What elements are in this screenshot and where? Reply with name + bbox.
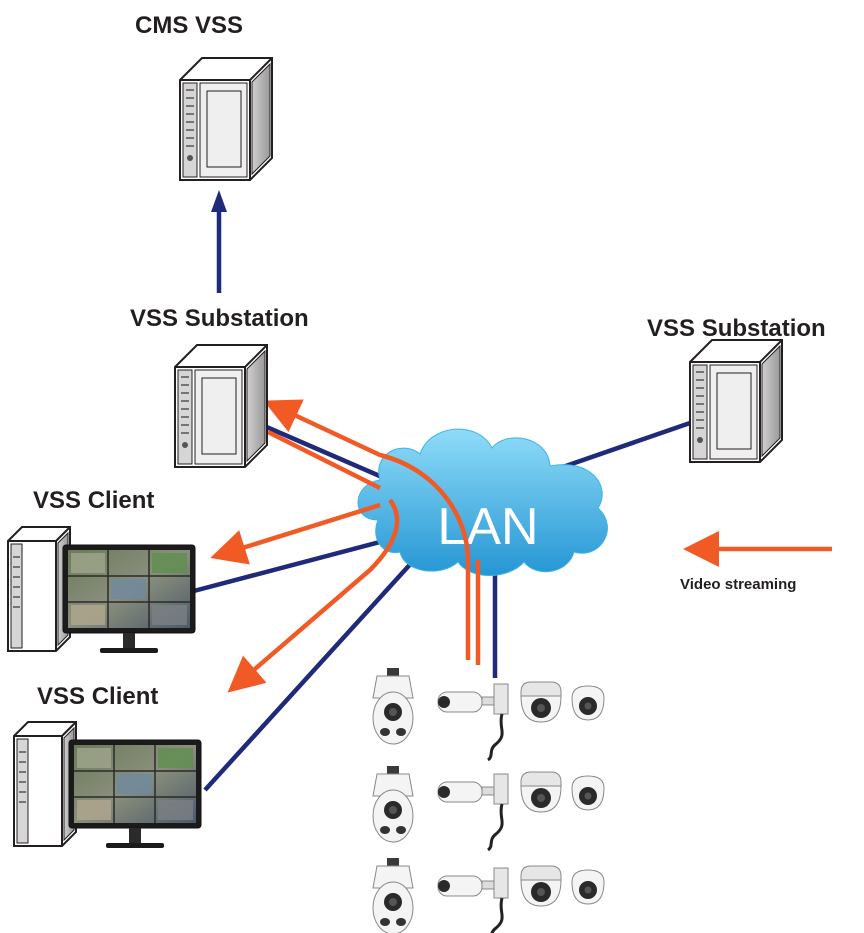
cms-vss-label: CMS VSS: [135, 12, 244, 39]
video-streaming-legend-label: Video streaming: [680, 576, 797, 593]
mini-dome-camera-icon: [571, 775, 605, 811]
speed-dome-camera-icon: [372, 765, 414, 843]
dome-camera-icon: [520, 865, 562, 907]
vss-substation-right-label: VSS Substation: [647, 315, 826, 342]
dome-camera-icon: [520, 771, 562, 813]
dome-camera-icon: [520, 681, 562, 723]
camera-row-3: [372, 857, 605, 933]
camera-row-2: [372, 765, 605, 852]
video-streams: [210, 399, 832, 693]
arrow-up-to-cms-vss: [211, 190, 227, 212]
vss-substation-left-label: VSS Substation: [130, 305, 309, 332]
link-client-bottom-lan: [203, 546, 427, 792]
link-client-top-lan: [189, 535, 396, 595]
mini-dome-camera-icon: [571, 685, 605, 721]
speed-dome-camera-icon: [372, 667, 414, 745]
camera-row-1: [372, 667, 605, 762]
link-right-substation-lan: [559, 420, 691, 471]
stream-to-left-substation: [263, 399, 471, 660]
lan-cloud: LAN: [357, 428, 608, 576]
stream-to-client-bottom: [227, 498, 400, 693]
bullet-camera-icon: [436, 772, 510, 852]
vss-substation-left-server-icon: [174, 344, 268, 468]
bullet-camera-icon: [436, 866, 510, 933]
vss-client-bottom-label: VSS Client: [37, 683, 159, 710]
vss-substation-right-server-icon: [689, 339, 783, 463]
speed-dome-camera-icon: [372, 857, 414, 933]
vss-client-top-label: VSS Client: [33, 487, 155, 514]
vss-client-top-workstation-icon: [7, 526, 196, 654]
bullet-camera-icon: [436, 682, 510, 762]
cms-vss-server-icon: [179, 57, 273, 181]
stream-to-client-top: [210, 502, 381, 565]
mini-dome-camera-icon: [571, 869, 605, 905]
stream-from-substation: [266, 429, 382, 491]
vss-client-bottom-workstation-icon: [13, 721, 202, 849]
